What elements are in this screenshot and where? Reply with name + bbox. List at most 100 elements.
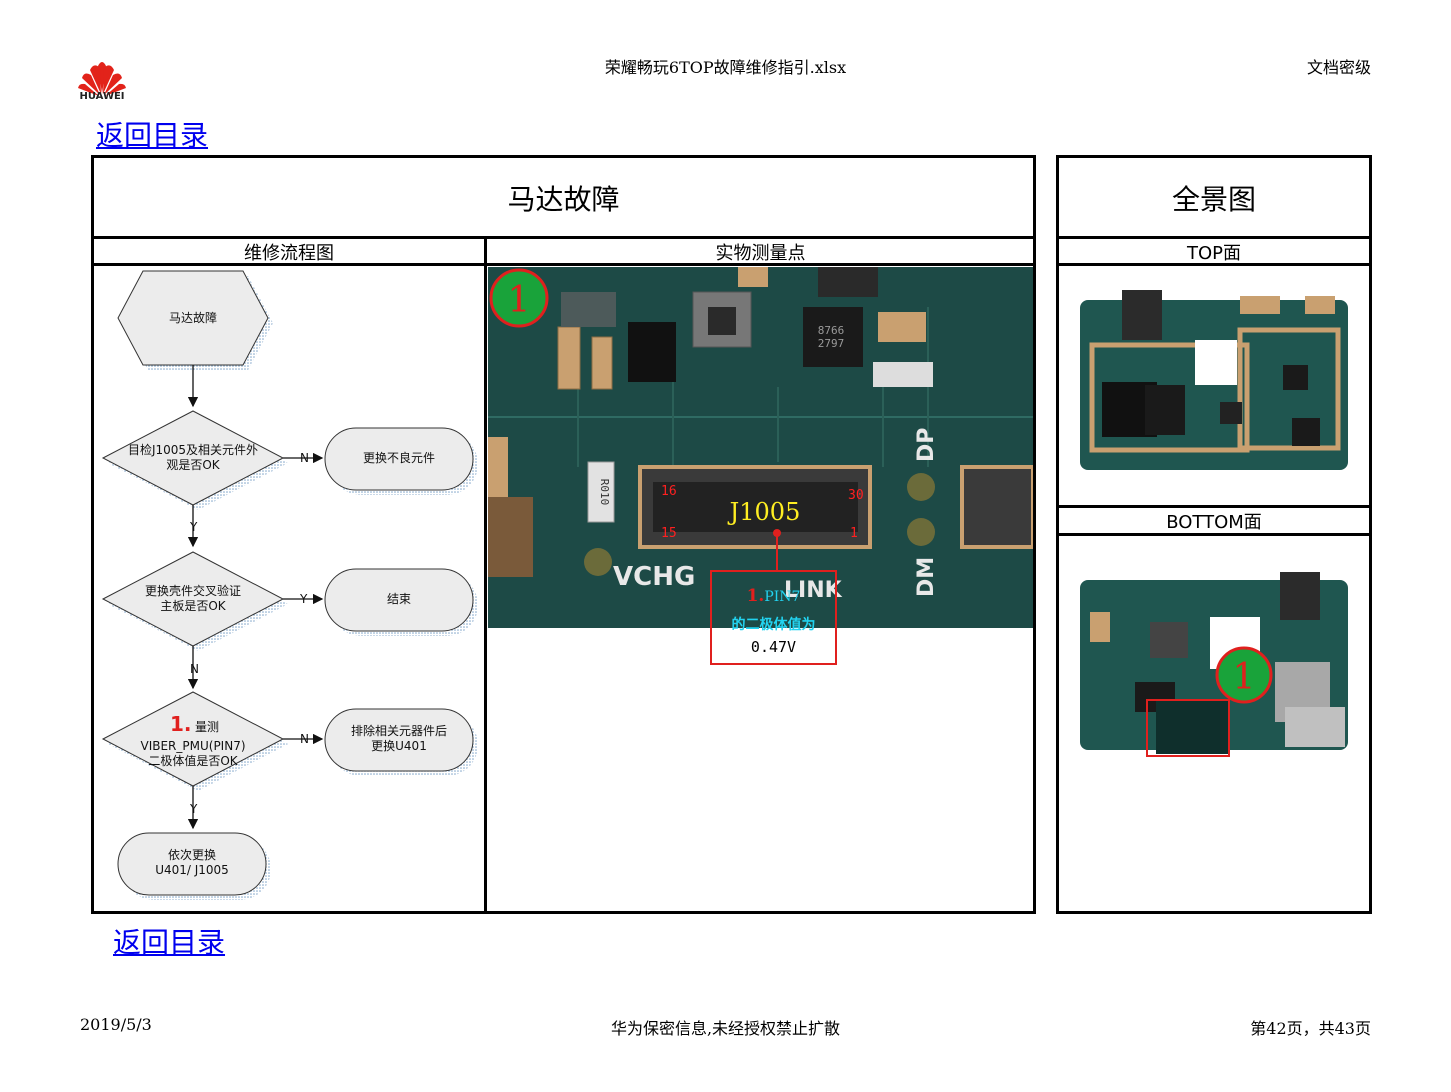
flow-start-node bbox=[117, 270, 269, 366]
divider bbox=[91, 263, 1036, 266]
pcb-closeup-image: 8766 2797 R010 VCHG LINK DP DM 16 30 15 … bbox=[488, 267, 1033, 628]
document-title: 荣耀畅玩6TOP故障维修指引.xlsx bbox=[604, 58, 847, 77]
shape bbox=[1220, 402, 1242, 424]
svg-label: 16 bbox=[661, 484, 677, 499]
svg-label: 观是否OK bbox=[166, 458, 220, 472]
back-to-contents-link-bottom[interactable]: 返回目录 bbox=[113, 926, 226, 959]
svg-label: 目检J1005及相关元件外 bbox=[128, 442, 258, 457]
shape bbox=[1305, 296, 1335, 314]
svg-label: 依次更换 bbox=[168, 847, 216, 862]
shape bbox=[878, 312, 926, 342]
svg-label: 1 bbox=[1233, 657, 1256, 698]
svg-label: 排除相关元器件后 bbox=[351, 723, 447, 738]
connector-line bbox=[78, 83, 99, 96]
shape bbox=[818, 267, 878, 297]
shape bbox=[591, 336, 613, 390]
annotation-number: 1. bbox=[746, 586, 765, 606]
connector-line bbox=[104, 73, 122, 95]
shape bbox=[488, 437, 508, 497]
shape bbox=[1122, 290, 1162, 340]
divider bbox=[1056, 505, 1372, 508]
connector-line bbox=[90, 65, 101, 94]
bottom-marker-icon: 1 bbox=[1215, 646, 1273, 704]
svg-label: 30 bbox=[848, 488, 864, 503]
overview-title: 全景图 bbox=[1171, 183, 1256, 216]
shape bbox=[489, 268, 549, 328]
divider bbox=[1056, 236, 1372, 239]
shape bbox=[1145, 385, 1185, 435]
svg-label: LINK bbox=[784, 578, 843, 603]
shape bbox=[1285, 707, 1345, 747]
shape bbox=[1195, 340, 1237, 385]
svg-label: J1005 bbox=[727, 498, 801, 526]
svg-label: 量测 bbox=[195, 720, 219, 734]
connector-line bbox=[577, 307, 929, 467]
shape bbox=[1280, 572, 1320, 620]
shape bbox=[557, 326, 581, 390]
main-title: 马达故障 bbox=[507, 183, 620, 216]
top-side-label: TOP面 bbox=[1186, 243, 1242, 264]
annotation-value: 0.47V bbox=[750, 638, 797, 656]
annotation-line-2: 的二极体值为 bbox=[731, 617, 816, 633]
bottom-side-label: BOTTOM面 bbox=[1166, 512, 1262, 533]
svg-label: 更换不良元件 bbox=[363, 450, 435, 465]
svg-label: VIBER_PMU(PIN7) bbox=[140, 739, 245, 753]
shape bbox=[628, 322, 676, 382]
shape bbox=[653, 482, 858, 532]
bottom-board-image bbox=[1080, 572, 1348, 757]
flow-column-title: 维修流程图 bbox=[244, 243, 334, 264]
divider bbox=[1056, 263, 1372, 266]
measurement-annotation bbox=[710, 570, 837, 665]
footer-confidential: 华为保密信息,未经授权禁止扩散 bbox=[610, 1019, 841, 1038]
shape bbox=[738, 267, 768, 287]
shape bbox=[960, 465, 1033, 549]
svg-label: 1 bbox=[508, 280, 531, 321]
svg-label: DM bbox=[914, 557, 939, 597]
svg-label: 8766 bbox=[818, 324, 845, 337]
footer-date: 2019/5/3 bbox=[80, 1015, 152, 1034]
svg-label: 结束 bbox=[387, 592, 411, 606]
annotation-line-1: 1.PIN7 bbox=[712, 586, 835, 608]
top-board-image bbox=[1080, 290, 1348, 470]
svg-label: 1. bbox=[170, 712, 192, 736]
divider bbox=[91, 236, 1036, 239]
flow-start-text: 马达故障 bbox=[169, 310, 217, 325]
flow-end-ok bbox=[324, 568, 474, 632]
shape bbox=[1150, 622, 1188, 658]
svg-label: 主板是否OK bbox=[160, 599, 226, 613]
svg-label: 15 bbox=[661, 526, 677, 541]
measure-column-title: 实物测量点 bbox=[715, 243, 806, 264]
shape bbox=[587, 461, 615, 523]
shape bbox=[1237, 327, 1341, 451]
shape bbox=[907, 518, 935, 546]
shape bbox=[1292, 418, 1320, 446]
connector-line bbox=[105, 83, 126, 96]
svg-label: 1 bbox=[850, 526, 858, 541]
main-table bbox=[91, 155, 1036, 914]
repair-flowchart: 马达故障 目检J1005及相关元件外 观是否OK N 更换不良元件 Y 更换壳件… bbox=[101, 270, 478, 900]
svg-label: 更换壳件交叉验证 bbox=[145, 583, 241, 598]
svg-label: R010 bbox=[598, 479, 611, 506]
flow-action-3 bbox=[324, 708, 474, 772]
brand-name: HUAWEI bbox=[79, 91, 125, 102]
svg-label: N bbox=[300, 732, 309, 746]
shape bbox=[1240, 296, 1280, 314]
shape bbox=[1089, 342, 1250, 453]
shape bbox=[873, 362, 933, 387]
svg-label: U401/ J1005 bbox=[155, 863, 229, 877]
shape bbox=[708, 307, 736, 335]
pcb-measure-photo: 8766 2797 R010 VCHG LINK DP DM 16 30 15 … bbox=[488, 267, 1033, 628]
back-to-contents-link-top[interactable]: 返回目录 bbox=[96, 119, 209, 152]
svg-label: DP bbox=[914, 428, 939, 462]
flow-end-replace bbox=[117, 832, 267, 896]
shape bbox=[1146, 699, 1230, 757]
flow-action-1 bbox=[324, 427, 474, 491]
svg-label: N bbox=[300, 451, 309, 465]
footer-page: 第42页，共43页 bbox=[1250, 1019, 1371, 1038]
annotation-pin: PIN7 bbox=[764, 589, 801, 605]
shape bbox=[1090, 612, 1110, 642]
svg-label: Y bbox=[189, 802, 198, 816]
shape bbox=[907, 473, 935, 501]
connector-line bbox=[82, 73, 100, 95]
svg-label: 二极体值是否OK bbox=[148, 753, 238, 768]
